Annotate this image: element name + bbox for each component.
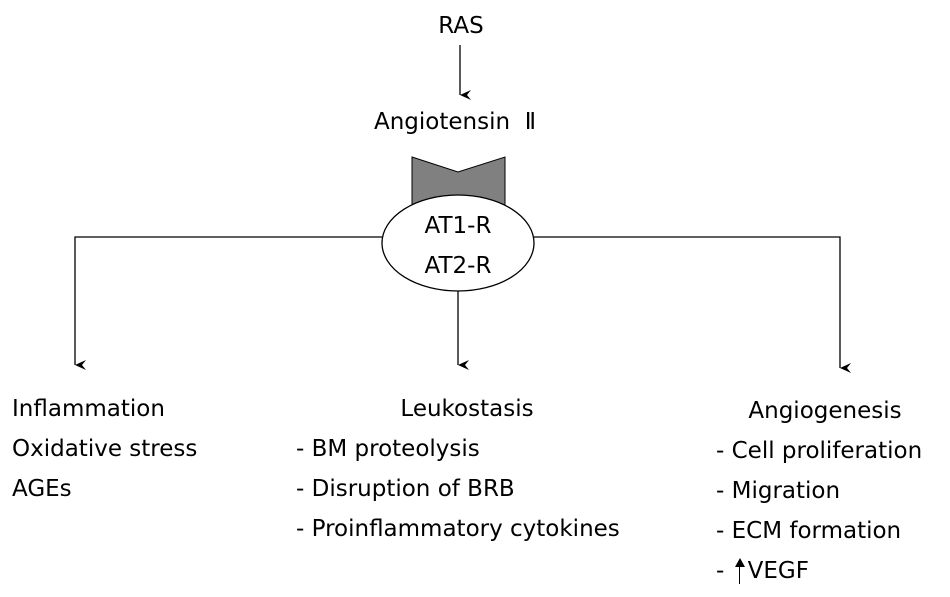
angiotensin-label: Angiotensin Ⅱ <box>374 108 536 136</box>
list-item: - Migration <box>716 478 841 504</box>
right-outcome-title: Angiogenesis <box>748 398 902 424</box>
list-item-vegf: - VEGF <box>716 557 922 597</box>
list-item: - BM proteolysis <box>296 436 480 462</box>
center-outcome-list: - BM proteolysis - Disruption of BRB - P… <box>296 435 620 555</box>
ras-label: RAS <box>438 13 484 39</box>
receptor-at2r-label: AT2-R <box>424 253 492 279</box>
center-outcome-title: Leukostasis <box>400 396 534 422</box>
receptor-at1r-label: AT1-R <box>424 213 492 239</box>
vegf-label: VEGF <box>747 558 809 584</box>
list-item: - Disruption of BRB <box>296 476 515 502</box>
list-item: - Proinflammatory cytokines <box>296 516 620 542</box>
right-outcome-list: - Cell proliferation - Migration - ECM f… <box>716 437 922 597</box>
branch-line-left <box>74 236 382 370</box>
list-item: Oxidative stress <box>12 436 198 462</box>
angiotensin-name: Angiotensin <box>373 109 511 135</box>
list-item: AGEs <box>12 476 72 502</box>
left-outcome-list: Inflammation Oxidative stress AGEs <box>12 395 197 515</box>
angiotensin-numeral: Ⅱ <box>524 109 537 135</box>
list-item: - Cell proliferation <box>716 438 923 464</box>
branch-line-right <box>534 236 851 373</box>
vegf-prefix: - <box>716 558 732 584</box>
up-arrow-icon <box>733 558 747 584</box>
list-item: - ECM formation <box>716 518 902 544</box>
list-item: Inflammation <box>12 396 165 422</box>
